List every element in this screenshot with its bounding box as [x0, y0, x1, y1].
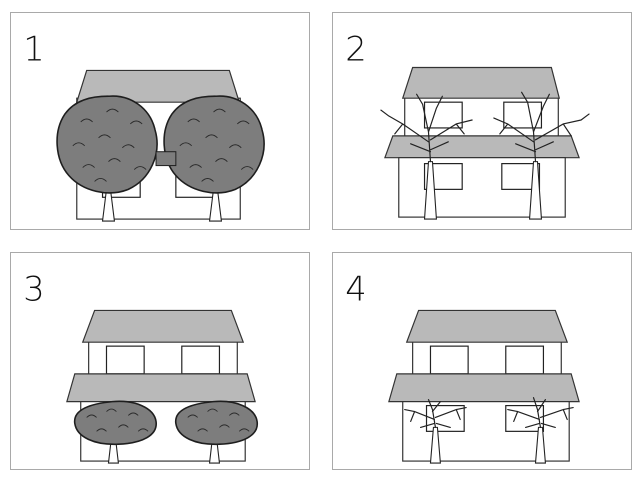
panel-3-number: 3 [23, 270, 44, 309]
foliage-gap [156, 152, 176, 166]
window [182, 346, 220, 374]
panel-1-illustration: 1 [11, 13, 309, 229]
lower-roof [67, 374, 255, 402]
lower-roof [389, 374, 579, 402]
window [506, 346, 544, 374]
panel-3-illustration: 3 [11, 253, 309, 469]
panel-4: 4 [332, 252, 632, 470]
panel-4-illustration: 4 [333, 253, 631, 469]
panel-2-illustration: 2 [333, 13, 631, 229]
panel-1: 1 [10, 12, 310, 230]
panel-2: 2 [332, 12, 632, 230]
tree-canopy-pruned [176, 401, 258, 444]
panel-2-number: 2 [345, 30, 366, 69]
upper-roof [407, 310, 568, 342]
tree-canopy-full [57, 96, 157, 193]
lower-roof [385, 136, 579, 158]
upper-roof [83, 310, 244, 342]
upper-roof [403, 67, 560, 98]
panel-4-number: 4 [345, 270, 366, 309]
tree-canopy-full [164, 96, 264, 193]
window [430, 346, 468, 374]
tree-canopy-pruned [75, 401, 157, 444]
window [106, 346, 144, 374]
window [504, 102, 542, 128]
panel-3: 3 [10, 252, 310, 470]
panel-1-number: 1 [23, 30, 44, 69]
